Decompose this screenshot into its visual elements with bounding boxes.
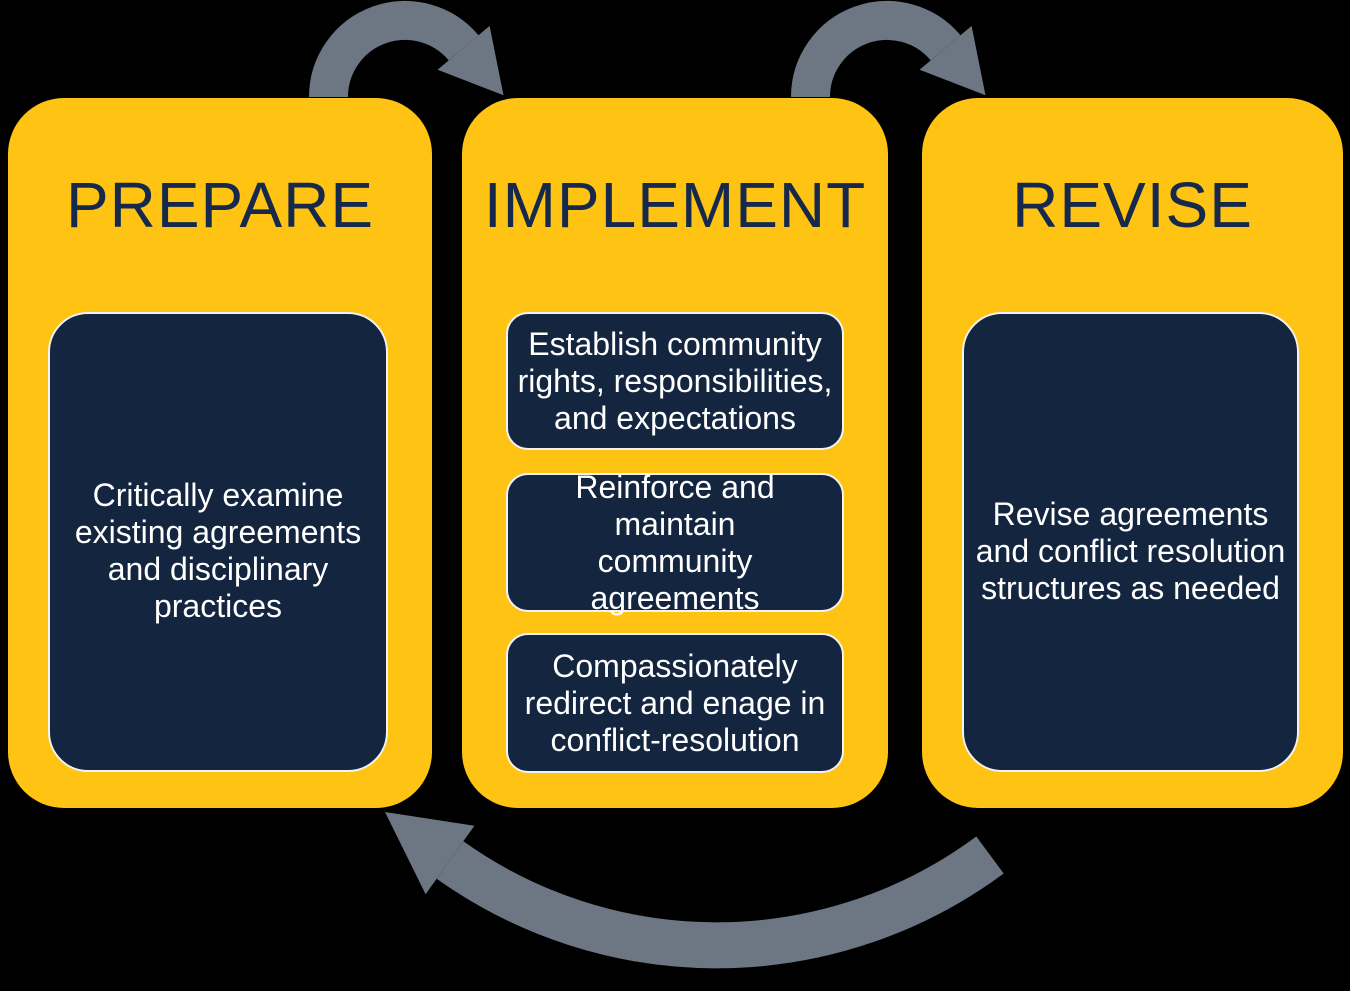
arrow-prepare-to-implement-icon (309, 1, 504, 98)
step-box-implement-1: Establish community rights, responsibili… (506, 312, 844, 450)
arrow-implement-to-revise-icon (791, 1, 986, 98)
step-box-revise-1: Revise agreements and conflict resolutio… (962, 312, 1299, 772)
panel-title-revise: REVISE (1012, 169, 1253, 241)
step-box-prepare-1: Critically examine existing agreements a… (48, 312, 388, 772)
panel-revise: REVISE Revise agreements and conflict re… (922, 98, 1343, 808)
step-box-implement-2: Reinforce and maintain community agreeme… (506, 469, 844, 616)
panel-implement: IMPLEMENT Establish community rights, re… (462, 98, 888, 808)
panel-title-prepare: PREPARE (65, 169, 375, 241)
panel-prepare: PREPARE Critically examine existing agre… (8, 98, 432, 808)
panel-title-implement: IMPLEMENT (483, 169, 867, 241)
arrow-revise-to-prepare-icon (385, 812, 1004, 969)
step-box-implement-3: Compassionately redirect and enage in co… (506, 633, 844, 773)
